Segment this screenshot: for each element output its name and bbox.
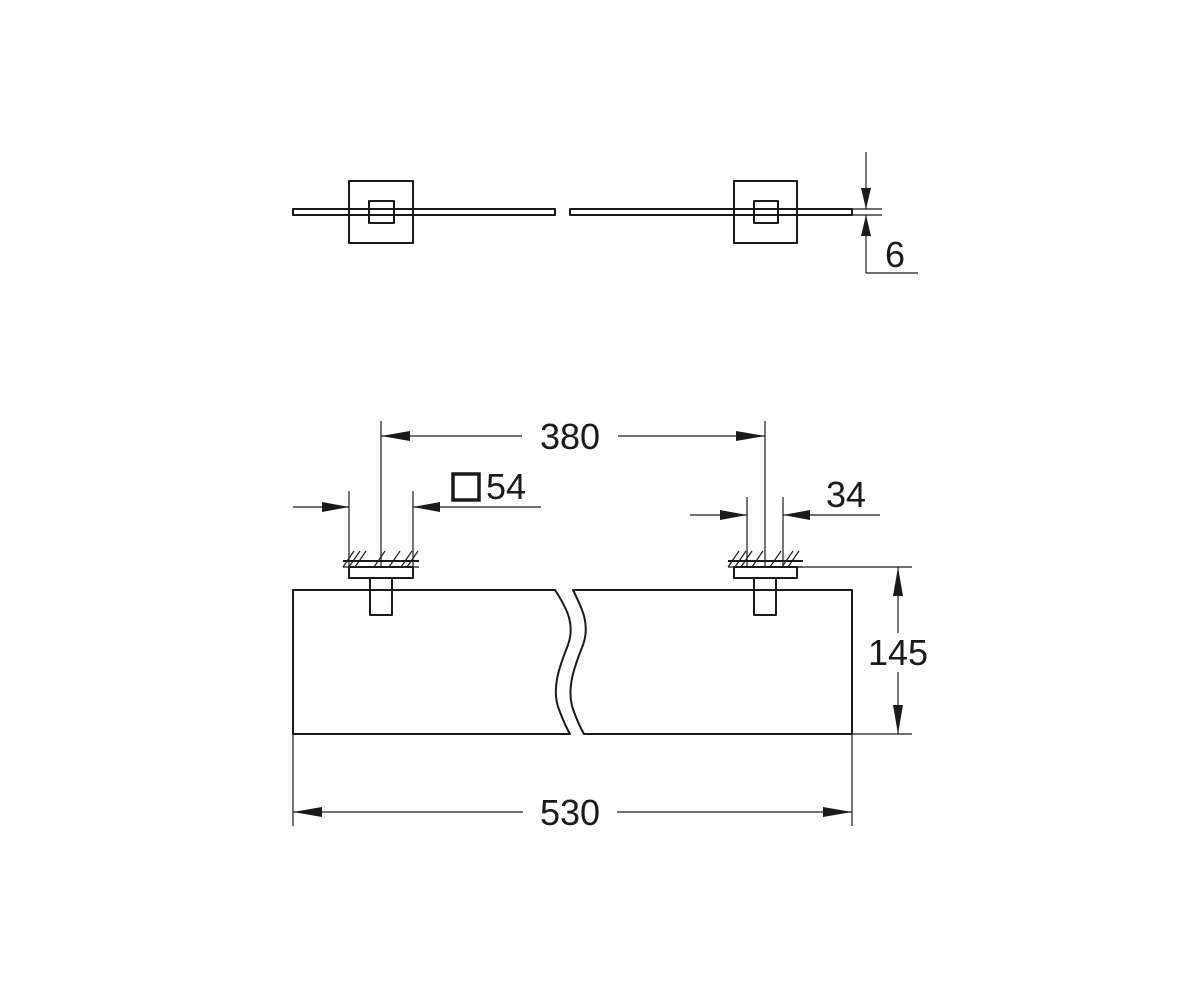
plate-size-dimension: 54 bbox=[293, 466, 541, 567]
left-bracket-clamp bbox=[368, 200, 395, 224]
left-bracket-base bbox=[348, 566, 414, 579]
thickness-dimension: 6 bbox=[852, 152, 918, 275]
right-bracket-arm bbox=[753, 577, 777, 616]
shelf-depth-label: 145 bbox=[868, 632, 928, 673]
overall-length-dimension: 530 bbox=[292, 734, 853, 833]
bracket-depth-dimension: 34 bbox=[690, 474, 880, 567]
left-wall-plate bbox=[348, 180, 414, 244]
bracket-depth-label: 34 bbox=[826, 474, 866, 515]
right-bracket-base bbox=[733, 566, 798, 579]
bracket-spacing-dimension: 380 bbox=[380, 416, 766, 567]
glass-shelf-left-part bbox=[292, 208, 556, 216]
right-wall-plate bbox=[733, 180, 798, 244]
bracket-spacing-label: 380 bbox=[540, 416, 600, 457]
thickness-label: 6 bbox=[885, 234, 905, 275]
plate-size-label: 54 bbox=[486, 466, 526, 507]
shelf-depth-dimension: 145 bbox=[797, 566, 928, 735]
right-bracket-clamp bbox=[753, 200, 779, 224]
shelf-left-section bbox=[292, 589, 572, 735]
overall-length-label: 530 bbox=[540, 792, 600, 833]
left-bracket-arm bbox=[369, 577, 393, 616]
square-outline-icon bbox=[451, 472, 481, 502]
shelf-right-section bbox=[569, 589, 853, 735]
glass-shelf-right-part bbox=[569, 208, 853, 216]
plan-view: 380 54 34 bbox=[292, 416, 928, 833]
front-view: 6 bbox=[292, 152, 918, 275]
